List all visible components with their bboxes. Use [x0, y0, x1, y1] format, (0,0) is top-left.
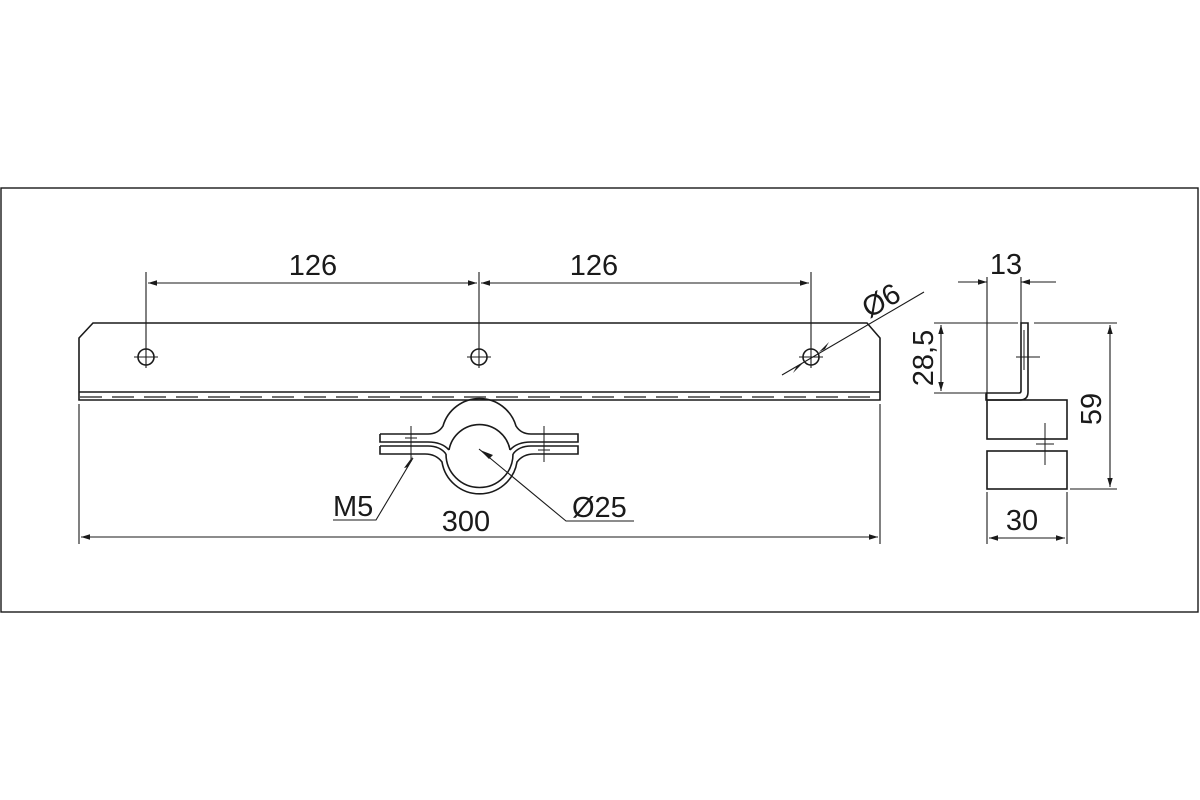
leader-line-clamp-diameter — [478, 448, 634, 522]
dimension-label-side-total-height: 59 — [1076, 393, 1108, 425]
side-view — [985, 322, 1068, 490]
leader-line-bolt — [333, 457, 414, 521]
dimension-label-side-offset: 13 — [990, 249, 1022, 281]
leader-arrow-bolt — [404, 456, 413, 468]
dimension-label-126-left: 126 — [289, 250, 337, 282]
dimension-label-bolt-thread: M5 — [333, 491, 373, 523]
dimension-label-clamp-diameter: Ø25 — [572, 492, 627, 524]
leader-arrow-clamp — [480, 450, 493, 459]
dimension-label-side-width: 30 — [1006, 505, 1038, 537]
dimension-label-side-upper-height: 28,5 — [908, 330, 940, 386]
leader-line-hole-diameter — [781, 291, 925, 376]
dimension-label-126-right: 126 — [570, 250, 618, 282]
pipe-clamp — [379, 397, 579, 495]
dimension-label-overall-length: 300 — [442, 506, 490, 538]
rail-bracket-front-view — [78, 322, 881, 401]
leader-arrow-hole-b — [819, 342, 829, 352]
leader-arrow-hole-a — [793, 363, 803, 373]
